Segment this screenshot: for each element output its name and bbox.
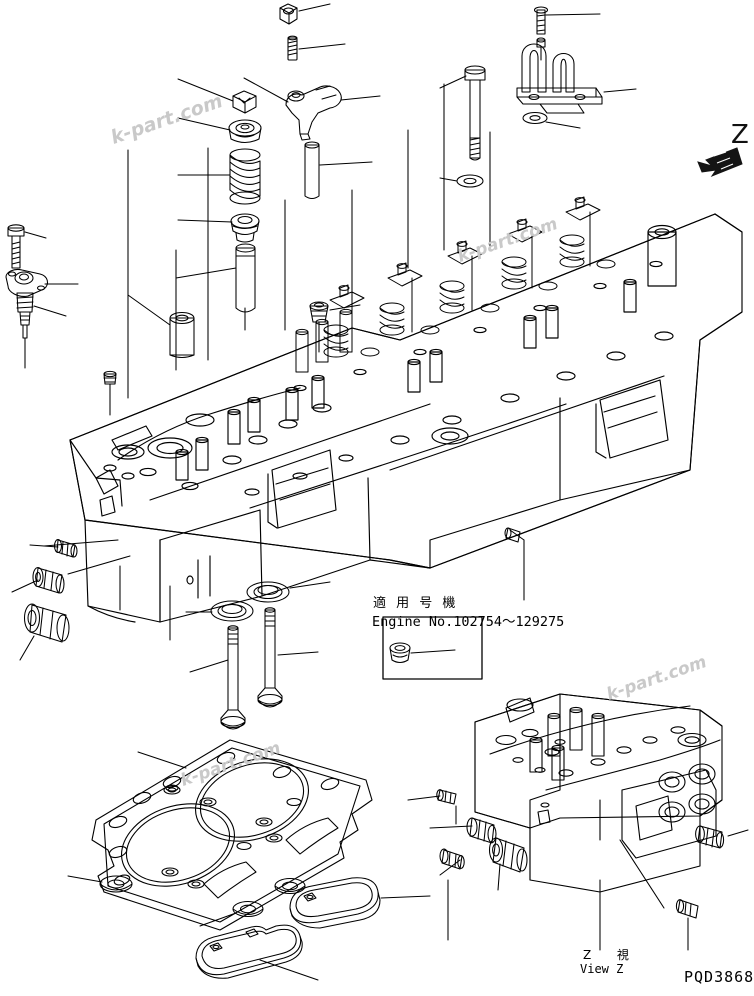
stud-bolt — [287, 35, 298, 61]
leader-line — [19, 635, 35, 661]
taper-plug-large — [23, 603, 70, 643]
leader-line — [545, 13, 601, 16]
leader-line — [439, 859, 461, 876]
washer-small-left — [99, 875, 133, 893]
valve-guide — [235, 243, 256, 331]
callout-engine-no: Engine No.102754〜129275 — [372, 614, 565, 630]
valve-cap — [232, 90, 257, 114]
valve-seat-ring-2 — [246, 581, 290, 603]
flange-bolt — [7, 224, 25, 269]
leader-line — [727, 829, 749, 837]
leader-line — [439, 177, 458, 182]
leader-line — [199, 912, 237, 927]
screw-plug-view-z-left — [436, 789, 457, 805]
drawing-code: PQD3868 — [684, 968, 754, 986]
callout-plug-part — [389, 642, 411, 664]
lifting-bracket — [516, 6, 603, 114]
leader-line — [67, 875, 103, 883]
cover-plate-left — [195, 924, 303, 979]
leader-line — [298, 3, 331, 12]
leader-line — [243, 77, 289, 103]
view-z-arrow-icon — [697, 147, 743, 178]
deck-boss-group — [175, 278, 637, 481]
cylinder-head-main-body — [69, 213, 743, 623]
view-z-en-label: View Z — [580, 962, 624, 976]
intake-valve — [220, 625, 246, 730]
washer-mid — [456, 174, 484, 188]
view-z-jp-label: Z 視 — [583, 948, 635, 962]
spring-retainer — [228, 119, 262, 144]
leader-line — [127, 294, 171, 326]
valve-lifter — [169, 311, 195, 359]
taper-plug-medium — [32, 566, 65, 594]
small-taper-plug — [309, 301, 329, 353]
engine-no-callout-box — [382, 616, 483, 680]
leader-line — [429, 825, 473, 829]
screw-plug-view-z-right — [695, 825, 725, 849]
screw-plug-small — [103, 370, 117, 416]
leader-line — [177, 117, 231, 131]
leader-line — [177, 219, 233, 223]
cylinder-head-gasket — [91, 739, 373, 931]
leader-line — [43, 539, 119, 547]
leader-line — [277, 651, 319, 656]
push-rod — [304, 141, 320, 200]
cylinder-head-view-z — [474, 693, 723, 893]
leader-line — [603, 88, 637, 93]
washer-top — [522, 111, 548, 125]
callout-jp-title: 適 用 号 機 — [373, 596, 459, 611]
leader-line — [407, 795, 441, 801]
cover-plate-right — [289, 877, 381, 929]
leader-line — [137, 751, 187, 769]
hex-nut — [279, 3, 298, 25]
leader-line — [289, 581, 331, 589]
taper-plug-c — [466, 817, 497, 844]
view-z-letter: Z — [731, 120, 749, 150]
leader-line — [340, 95, 381, 101]
leader-line — [11, 579, 39, 593]
bolt-right-head — [504, 527, 521, 543]
washer-small-right — [274, 877, 306, 895]
leader-line — [175, 267, 237, 279]
valve-spring — [229, 148, 261, 205]
screw-plug-view-z-bottom — [675, 899, 699, 919]
leader-line — [67, 555, 131, 575]
leader-line — [319, 161, 373, 166]
leader-line — [410, 649, 456, 654]
valve-train-assembly — [295, 196, 616, 373]
fuel-injector — [5, 268, 49, 369]
leader-line — [545, 121, 581, 129]
valve-seal — [230, 213, 260, 243]
rocker-arm — [285, 85, 342, 141]
leader-line — [298, 43, 346, 50]
leader-line — [509, 529, 525, 541]
leader-line — [497, 863, 501, 891]
leader-line — [33, 305, 67, 317]
leader-line — [24, 231, 47, 239]
taper-plug-b — [488, 837, 528, 873]
leader-line — [259, 959, 319, 981]
leader-line — [619, 839, 665, 909]
washer-small-centre — [232, 900, 264, 918]
leader-line — [380, 895, 431, 899]
leader-line — [177, 78, 234, 102]
taper-plug-small — [53, 538, 78, 558]
valve-seat-ring-1 — [210, 600, 254, 622]
exhaust-valve — [257, 607, 283, 708]
long-bolt — [464, 65, 486, 161]
leader-line — [189, 659, 229, 673]
